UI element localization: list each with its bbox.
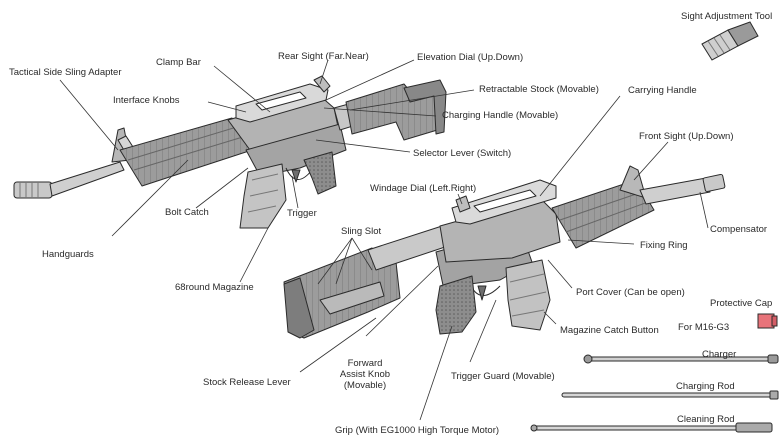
label-for-m16-g3: For M16-G3 xyxy=(678,322,730,333)
sight-adjustment-tool-art xyxy=(701,21,759,61)
label-selector-lever: Selector Lever (Switch) xyxy=(413,148,512,159)
rifle-upper xyxy=(13,75,447,229)
label-fixing-ring: Fixing Ring xyxy=(640,240,688,251)
label-trigger-guard: Trigger Guard (Movable) xyxy=(451,371,555,382)
rifle-lower xyxy=(283,165,726,339)
label-forward-assist-knob: Forward Assist Knob (Movable) xyxy=(330,358,400,391)
label-interface-knobs: Interface Knobs xyxy=(113,95,180,106)
charging-rod-art xyxy=(561,390,779,400)
label-sling-slot: Sling Slot xyxy=(341,226,382,237)
label-retractable-stock: Retractable Stock (Movable) xyxy=(479,84,599,95)
leader-lines xyxy=(59,59,709,421)
label-magazine-catch-button: Magazine Catch Button xyxy=(560,325,659,336)
label-clamp-bar: Clamp Bar xyxy=(156,57,201,68)
label-protective-cap: Protective Cap xyxy=(710,298,773,309)
label-magazine: 68round Magazine xyxy=(175,282,254,293)
label-bolt-catch: Bolt Catch xyxy=(165,207,209,218)
label-charging-handle: Charging Handle (Movable) xyxy=(442,110,559,121)
label-charging-rod: Charging Rod xyxy=(676,381,735,392)
label-forward-assist-knob-line1: Forward xyxy=(347,358,383,369)
label-rear-sight: Rear Sight (Far.Near) xyxy=(278,51,369,62)
label-charger: Charger xyxy=(702,349,737,360)
label-elevation-dial: Elevation Dial (Up.Down) xyxy=(417,52,524,63)
cleaning-rod-art xyxy=(530,422,773,433)
label-sight-adjustment-tool: Sight Adjustment Tool xyxy=(681,11,773,22)
protective-cap-art xyxy=(757,313,778,329)
label-stock-release-lever: Stock Release Lever xyxy=(203,377,291,388)
label-windage-dial: Windage Dial (Left.Right) xyxy=(370,183,477,194)
label-handguards: Handguards xyxy=(42,249,94,260)
label-trigger: Trigger xyxy=(287,208,317,219)
label-forward-assist-knob-line2: Assist Knob xyxy=(339,369,391,380)
label-tactical-side-sling-adapter: Tactical Side Sling Adapter xyxy=(9,67,122,78)
label-port-cover: Port Cover (Can be open) xyxy=(576,287,685,298)
label-grip: Grip (With EG1000 High Torque Motor) xyxy=(335,425,500,436)
label-cleaning-rod: Cleaning Rod xyxy=(677,414,735,425)
label-compensator: Compensator xyxy=(710,224,768,235)
charger-art xyxy=(583,354,779,364)
label-carrying-handle: Carrying Handle xyxy=(628,85,697,96)
label-forward-assist-knob-line3: (Movable) xyxy=(343,380,387,391)
label-front-sight: Front Sight (Up.Down) xyxy=(639,131,734,142)
